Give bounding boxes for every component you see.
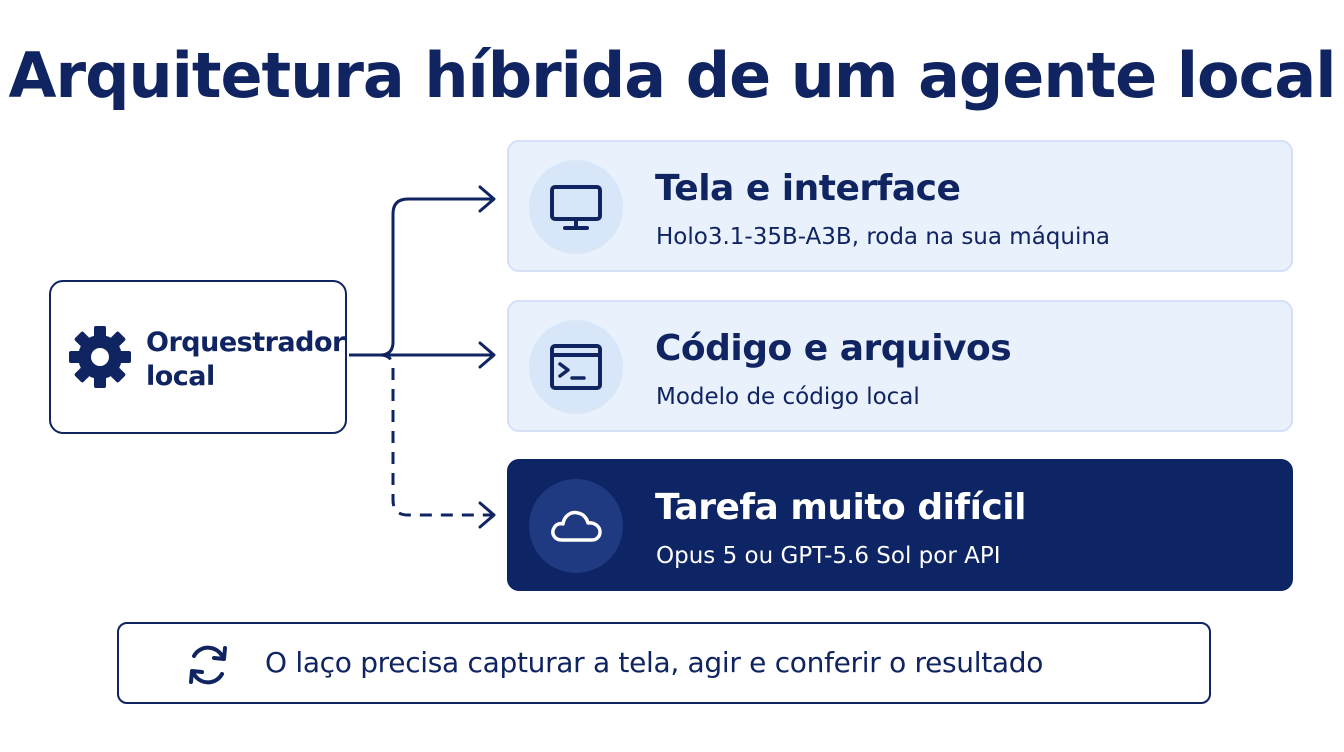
footer-text: O laço precisa capturar a tela, agir e c… <box>265 646 1044 679</box>
card-subtitle: Opus 5 ou GPT-5.6 Sol por API <box>656 543 1001 569</box>
orchestrator-label-line2: local <box>146 361 215 392</box>
card-title: Código e arquivos <box>655 328 1012 369</box>
orchestrator-label: Orquestrador local <box>146 326 346 394</box>
terminal-icon <box>550 344 602 390</box>
orchestrator-box: Orquestrador local <box>49 280 347 434</box>
arrowhead-tarefa <box>478 501 496 529</box>
icon-circle <box>529 160 623 254</box>
monitor-icon <box>550 185 602 230</box>
card-codigo-arquivos: Código e arquivos Modelo de código local <box>507 300 1293 432</box>
gear-icon <box>69 326 131 388</box>
card-subtitle: Modelo de código local <box>656 384 920 410</box>
card-tela-interface: Tela e interface Holo3.1-35B-A3B, roda n… <box>507 140 1293 272</box>
card-title: Tarefa muito difícil <box>655 487 1026 528</box>
cloud-icon <box>551 510 602 542</box>
refresh-icon <box>189 645 227 685</box>
orchestrator-label-line1: Orquestrador <box>146 327 345 358</box>
card-title: Tela e interface <box>655 168 961 209</box>
icon-circle <box>529 320 623 414</box>
icon-circle <box>529 479 623 573</box>
arrowhead-tela <box>478 185 496 213</box>
page-title: Arquitetura híbrida de um agente local <box>8 39 1337 112</box>
card-tarefa-dificil: Tarefa muito difícil Opus 5 ou GPT-5.6 S… <box>507 459 1293 591</box>
card-subtitle: Holo3.1-35B-A3B, roda na sua máquina <box>656 224 1111 250</box>
footer-note: O laço precisa capturar a tela, agir e c… <box>117 622 1211 704</box>
connector-to-tela <box>379 197 492 357</box>
connector-to-tarefa <box>379 353 492 517</box>
arrowhead-codigo <box>478 341 496 369</box>
